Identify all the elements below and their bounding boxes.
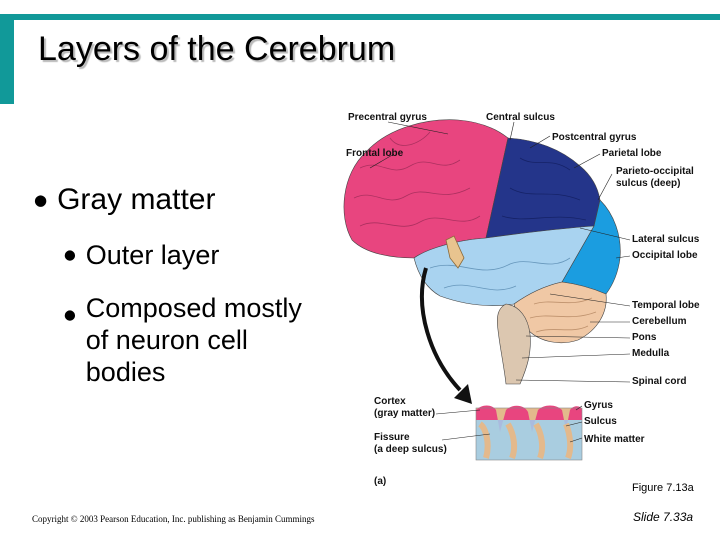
label-central-sulcus: Central sulcus <box>486 112 555 123</box>
slide-title: Layers of the Cerebrum <box>38 30 396 68</box>
cerebellum-region <box>513 281 607 343</box>
label-parieto-occipital-sub: sulcus (deep) <box>616 178 681 189</box>
label-white-matter: White matter <box>584 434 645 445</box>
bullet-icon: ● <box>34 191 48 210</box>
bullet-icon: ● <box>64 247 76 264</box>
label-cortex-sub: (gray matter) <box>374 408 436 419</box>
label-spinal-cord: Spinal cord <box>632 376 687 387</box>
label-pons: Pons <box>632 332 657 343</box>
brain-figure: Precentral gyrus Central sulcus Postcent… <box>330 108 720 500</box>
bullet-gray-matter: ● Gray matter <box>34 183 215 217</box>
label-postcentral-gyrus: Postcentral gyrus <box>552 132 637 143</box>
label-gyrus: Gyrus <box>584 400 613 411</box>
bullet-icon: ● <box>64 307 76 324</box>
brain-illustration <box>343 119 631 461</box>
bullet-outer-layer: ● Outer layer <box>64 240 219 271</box>
frontal-lobe-region <box>343 119 509 259</box>
label-parieto-occipital: Parieto-occipital <box>616 166 694 177</box>
leader-lines <box>369 121 631 443</box>
gyri-texture <box>353 131 481 227</box>
copyright-text: Copyright © 2003 Pearson Education, Inc.… <box>32 514 315 524</box>
label-lateral-sulcus: Lateral sulcus <box>632 234 700 245</box>
brainstem-region <box>496 303 531 385</box>
label-precentral-gyrus: Precentral gyrus <box>348 112 427 123</box>
arrow-icon <box>420 267 462 392</box>
label-panel-a: (a) <box>374 476 387 487</box>
bullet-text: Composed mostly of neuron cell bodies <box>85 293 302 387</box>
label-cerebellum: Cerebellum <box>632 316 687 327</box>
label-parietal-lobe: Parietal lobe <box>602 148 662 159</box>
figure-caption: Figure 7.13a <box>632 482 694 494</box>
label-fissure: Fissure <box>374 432 410 443</box>
label-cortex: Cortex <box>374 396 406 407</box>
cortex-inset <box>475 405 583 461</box>
label-temporal-lobe: Temporal lobe <box>632 300 700 311</box>
bullet-text: Gray matter <box>57 183 216 216</box>
top-accent-bar <box>0 14 720 20</box>
label-frontal-lobe: Frontal lobe <box>346 148 404 159</box>
left-accent-bar <box>0 14 14 104</box>
bullet-composed: ● Composed mostly of neuron cell bodies <box>64 292 326 388</box>
slide-number: Slide 7.33a <box>633 510 694 524</box>
label-fissure-sub: (a deep sulcus) <box>374 444 447 455</box>
bullet-text: Outer layer <box>85 240 220 270</box>
label-occipital-lobe: Occipital lobe <box>632 250 698 261</box>
label-sulcus: Sulcus <box>584 416 617 427</box>
label-medulla: Medulla <box>632 348 670 359</box>
